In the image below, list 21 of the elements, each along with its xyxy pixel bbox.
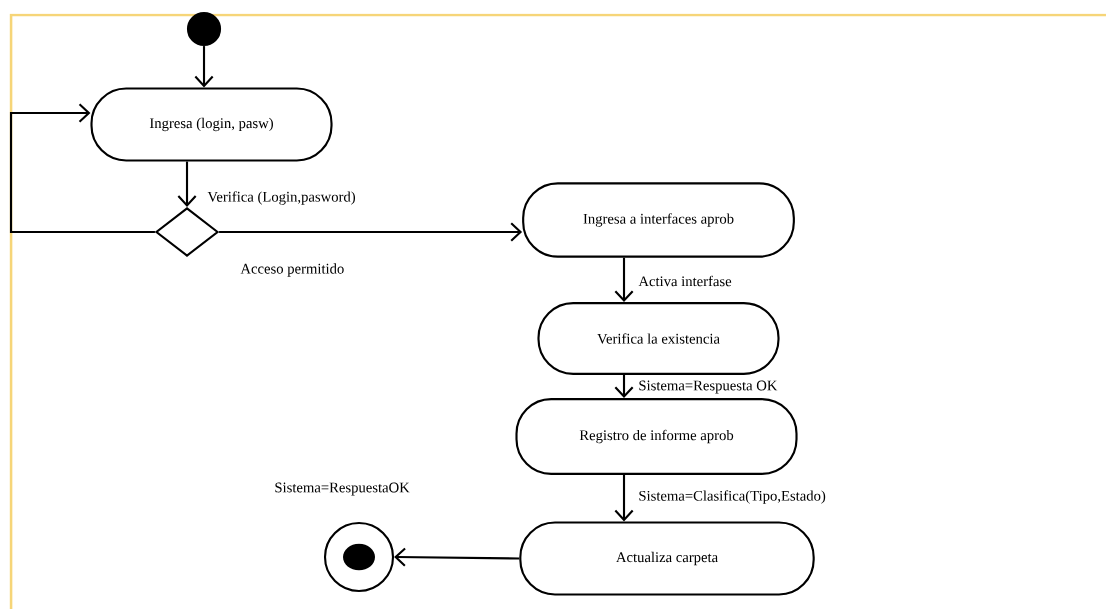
edge-label: Acceso permitido — [239, 262, 346, 278]
edge-label: Sistema=Clasifica(Tipo,Estado) — [637, 488, 828, 506]
start-node — [186, 11, 222, 47]
arrow — [614, 474, 634, 522]
arrow — [614, 374, 634, 399]
arrow — [219, 222, 523, 242]
edge-label: Sistema=Respuesta OK — [637, 379, 779, 395]
end-node — [323, 521, 395, 593]
arrow — [394, 547, 520, 567]
activity-box: Actualiza carpeta — [519, 521, 815, 596]
activity-box: Registro de informe aprob — [515, 398, 798, 475]
activity-box: Ingresa a interfaces aprob — [522, 182, 795, 258]
arrow — [177, 161, 197, 207]
arrow — [194, 46, 214, 88]
activity-box: Verifica la existencia — [537, 302, 780, 375]
edge-label: Sistema=RespuestaOK — [273, 481, 412, 497]
edge-label: Activa interfase — [637, 274, 733, 288]
edge-label: Verifica (Login,pasword) — [206, 189, 357, 207]
activity-box: Ingresa (login, pasw) — [90, 87, 333, 162]
arrow — [614, 257, 634, 303]
arrow — [9, 103, 155, 234]
